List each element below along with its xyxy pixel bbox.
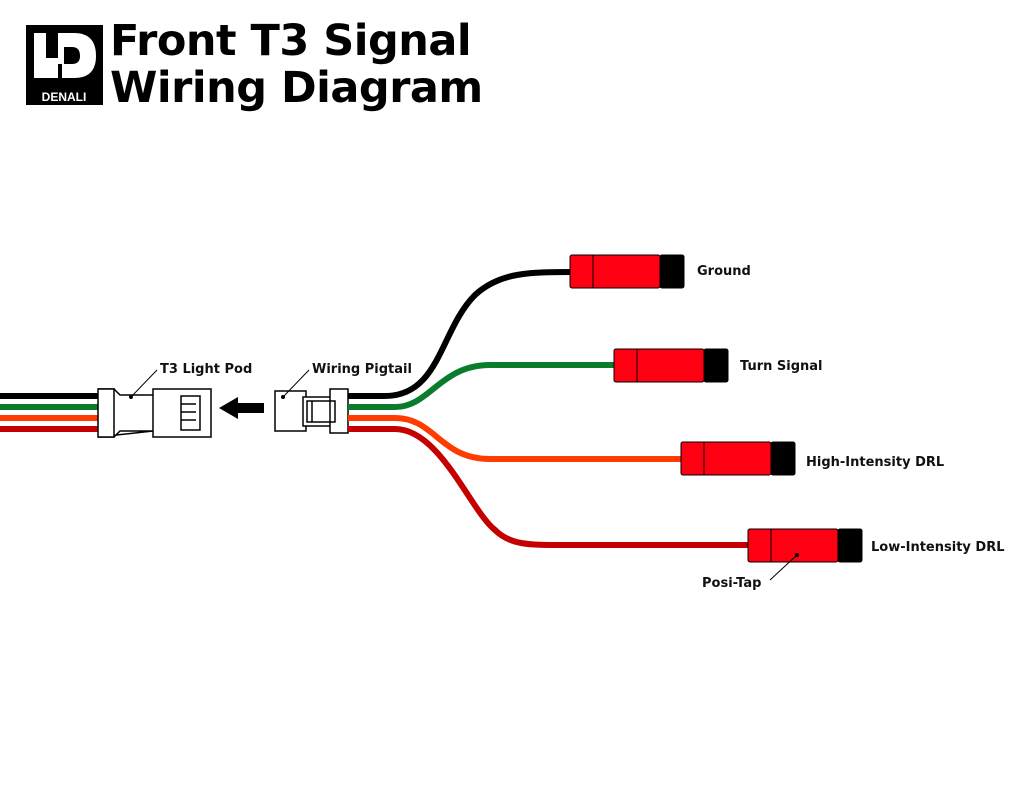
leader-lines — [129, 369, 799, 581]
logo-text: DENALI — [42, 90, 87, 104]
label-ground: Ground — [697, 264, 751, 279]
label-low-intensity-drl: Low-Intensity DRL — [871, 540, 1005, 555]
posi-tap-ground — [569, 254, 685, 289]
wire-red — [348, 426, 750, 548]
label-high-intensity-drl: High-Intensity DRL — [806, 455, 944, 470]
wire-orange — [348, 415, 683, 462]
title-line-1: Front T3 Signal — [110, 16, 472, 66]
pod-wires — [0, 393, 100, 432]
arrow-left-icon — [219, 397, 264, 419]
label-turn-signal: Turn Signal — [740, 359, 823, 374]
posi-tap-turn-signal — [613, 348, 729, 383]
page-title: Front T3 Signal Wiring Diagram — [110, 18, 483, 112]
posi-tap-low-drl — [747, 528, 863, 563]
label-t3-light-pod: T3 Light Pod — [160, 362, 252, 377]
wiring-pigtail-connector — [274, 388, 349, 434]
t3-light-pod-connector — [97, 388, 212, 438]
wire-green — [348, 362, 616, 410]
denali-logo: DENALI — [26, 25, 103, 105]
label-posi-tap: Posi-Tap — [702, 576, 761, 591]
title-line-2: Wiring Diagram — [110, 63, 483, 113]
posi-tap-high-drl — [680, 441, 796, 476]
label-wiring-pigtail: Wiring Pigtail — [312, 362, 412, 377]
pigtail-wires — [348, 269, 750, 548]
wire-black — [348, 269, 576, 399]
